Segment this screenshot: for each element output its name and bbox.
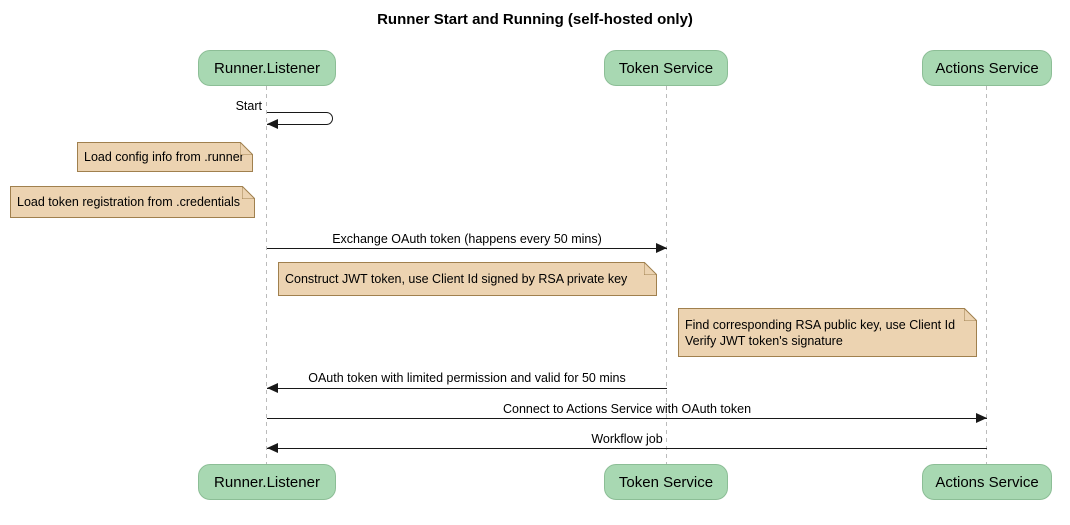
participant-top-actions-service: Actions Service [922, 50, 1052, 86]
message-line [267, 388, 667, 389]
participant-bottom-runner-listener: Runner.Listener [198, 464, 336, 500]
lifeline-runner-listener [266, 86, 267, 464]
self-message-loop-line [267, 112, 333, 125]
message-label-workflow-job: Workflow job [591, 432, 663, 446]
participant-top-token-service: Token Service [604, 50, 728, 86]
note-load-config: Load config info from .runner [77, 142, 253, 172]
note-text: Find corresponding RSA public key, use C… [685, 317, 956, 348]
participant-bottom-actions-service: Actions Service [922, 464, 1052, 500]
note-text: Construct JWT token, use Client Id signe… [285, 272, 628, 286]
note-fold-icon [240, 142, 253, 155]
participant-top-runner-listener: Runner.Listener [198, 50, 336, 86]
participant-label: Token Service [618, 59, 714, 77]
message-label-exchange-oauth-token: Exchange OAuth token (happens every 50 m… [332, 232, 602, 246]
arrowhead-icon [267, 443, 278, 453]
message-label-connect-actions-service: Connect to Actions Service with OAuth to… [502, 402, 752, 416]
participant-label: Token Service [618, 473, 714, 491]
message-line [267, 448, 987, 449]
lifeline-token-service [666, 86, 667, 464]
self-message-label-start: Start [235, 99, 262, 113]
participant-label: Actions Service [935, 473, 1039, 491]
note-fold-icon [242, 186, 255, 199]
message-line [267, 418, 987, 419]
note-construct-jwt: Construct JWT token, use Client Id signe… [278, 262, 657, 296]
message-label-oauth-token-return: OAuth token with limited permission and … [308, 371, 626, 385]
lifeline-actions-service [986, 86, 987, 464]
note-text: Load config info from .runner [84, 150, 244, 164]
message-line [267, 248, 667, 249]
participant-label: Runner.Listener [214, 59, 320, 77]
participant-label: Runner.Listener [214, 473, 320, 491]
note-fold-icon [644, 262, 657, 275]
note-verify-jwt: Find corresponding RSA public key, use C… [678, 308, 977, 357]
note-text: Load token registration from .credential… [17, 195, 241, 209]
arrowhead-icon [267, 119, 278, 129]
note-load-token-registration: Load token registration from .credential… [10, 186, 255, 218]
note-fold-icon [964, 308, 977, 321]
participant-label: Actions Service [935, 59, 1039, 77]
participant-bottom-token-service: Token Service [604, 464, 728, 500]
arrowhead-icon [976, 413, 987, 423]
arrowhead-icon [656, 243, 667, 253]
diagram-title: Runner Start and Running (self-hosted on… [377, 11, 693, 28]
arrowhead-icon [267, 383, 278, 393]
